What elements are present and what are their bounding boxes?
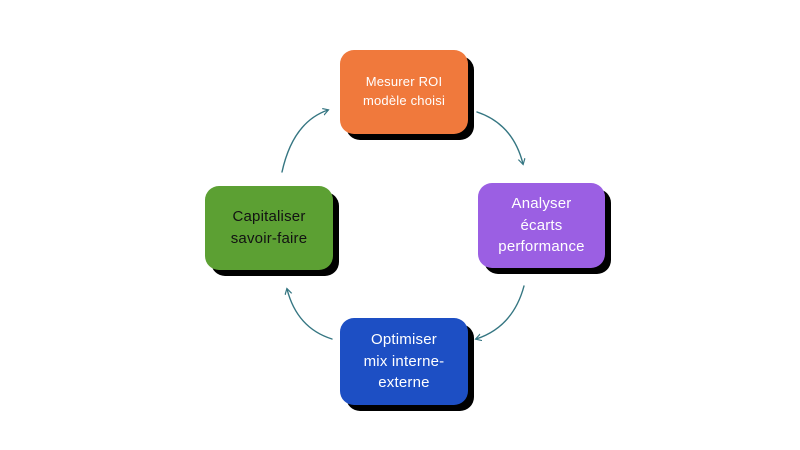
arrow-left-to-top [281, 110, 328, 173]
node-capitaliser: Capitaliser savoir-faire [205, 186, 333, 270]
node-optimiser-mix-label: Optimiser mix interne- externe [363, 330, 445, 392]
arrow-top-to-right [476, 111, 523, 164]
node-analyser-ecarts: Analyser écarts performance [478, 183, 605, 268]
arrow-right-to-bottom [476, 285, 525, 339]
node-optimiser-mix: Optimiser mix interne- externe [340, 318, 468, 405]
arrow-bottom-to-left [287, 289, 333, 340]
node-mesurer-roi: Mesurer ROI modèle choisi [340, 50, 468, 134]
node-analyser-ecarts-label: Analyser écarts performance [498, 194, 585, 256]
node-capitaliser-label: Capitaliser savoir-faire [230, 208, 308, 247]
node-mesurer-roi-label: Mesurer ROI modèle choisi [362, 74, 446, 108]
